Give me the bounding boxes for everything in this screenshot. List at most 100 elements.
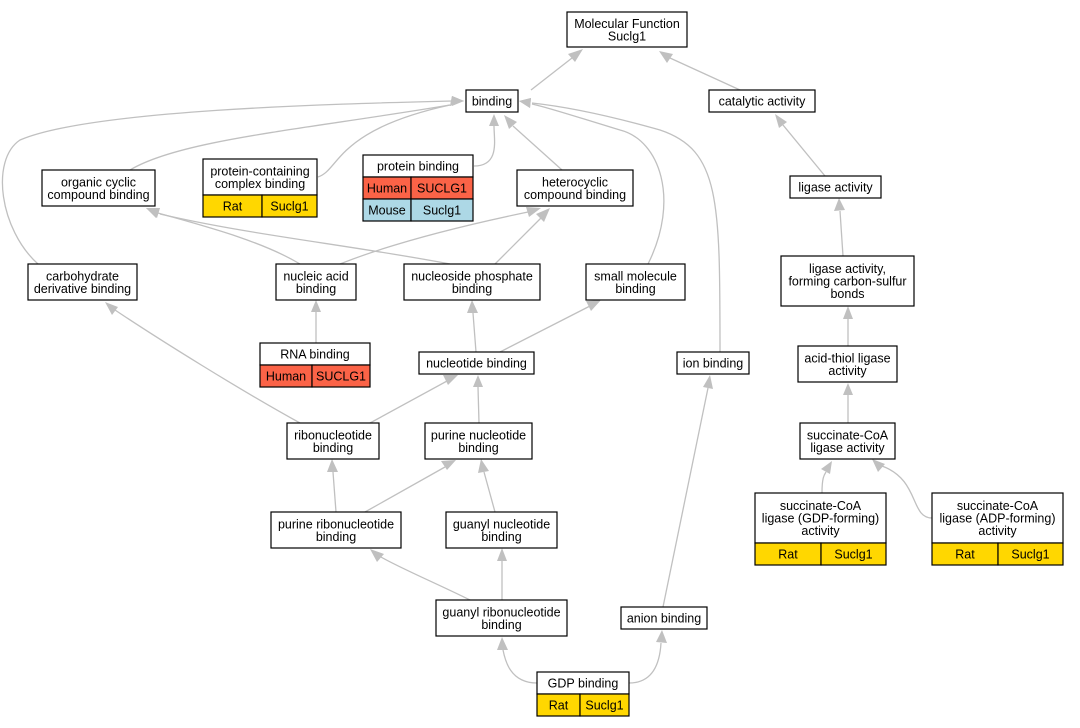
edge-line <box>531 102 721 353</box>
node-ion-binding[interactable]: ion binding <box>676 351 750 375</box>
gene-label: Suclg1 <box>270 200 308 214</box>
node-label-line: binding <box>458 441 498 455</box>
edge-line <box>662 387 709 608</box>
edge-succadp-succcoa <box>872 459 933 519</box>
node-label-line: catalytic activity <box>719 95 807 109</box>
node-catalytic[interactable]: catalytic activity <box>708 89 816 113</box>
node-box <box>797 345 898 383</box>
edge-purineribo-ribo <box>327 459 338 513</box>
node-box <box>676 351 750 375</box>
node-box <box>418 351 535 375</box>
edge-line <box>502 649 538 684</box>
node-nucleotide[interactable]: nucleotide binding <box>418 351 535 375</box>
edge-guanylribo-purineribo <box>370 549 471 601</box>
node-label-line: activity <box>801 524 840 538</box>
node-box <box>270 511 402 549</box>
node-label-line: small molecule <box>594 269 677 283</box>
gene-cell <box>311 364 371 388</box>
node-label-line: carbohydrate <box>46 269 119 283</box>
node-label-line: binding <box>615 282 655 296</box>
node-label-line: binding <box>481 618 521 632</box>
node-ligase[interactable]: ligase activity <box>789 175 882 199</box>
organism-label: Rat <box>549 699 569 713</box>
node-box <box>286 422 380 460</box>
node-label-line: compound binding <box>524 188 626 202</box>
edge-arrowhead <box>519 98 531 108</box>
node-anion[interactable]: anion binding <box>620 606 708 630</box>
edge-line <box>477 386 480 424</box>
edge-anion-ion <box>662 375 713 608</box>
edge-line <box>332 471 337 513</box>
node-label-line: binding <box>452 282 492 296</box>
edge-arrowhead <box>536 208 550 222</box>
edge-arrowhead <box>146 208 160 218</box>
edge-arrowhead <box>843 306 853 319</box>
node-label-line: succinate-CoA <box>807 428 889 442</box>
edge-arrowhead <box>821 461 832 474</box>
edge-line <box>839 210 844 257</box>
edge-ion-binding <box>519 98 721 353</box>
edge-acidthiol-ligasecs <box>843 306 853 346</box>
edge-arrowhead <box>467 300 478 313</box>
edge-guanylnuc-purine <box>478 459 496 513</box>
gene-cell <box>261 194 318 218</box>
edge-succgdp-succcoa <box>821 461 832 494</box>
edge-line <box>1 100 453 265</box>
node-label-line: ligase activity, <box>809 262 886 276</box>
edge-arrowhead <box>843 383 853 395</box>
edge-line <box>782 124 826 177</box>
node-label-line: organic cyclic <box>61 175 136 189</box>
node-box <box>585 263 686 301</box>
edge-carbohydrate-binding <box>1 96 464 265</box>
node-box <box>445 511 558 549</box>
edge-line <box>473 125 496 167</box>
node-label-line: nucleoside phosphate <box>411 269 533 283</box>
edge-arrowhead <box>452 96 464 106</box>
edge-arrowhead <box>703 375 713 389</box>
edge-line <box>159 213 451 265</box>
node-box <box>465 89 519 113</box>
node-label-line: succinate-CoA <box>957 499 1039 513</box>
node-ligase-cs[interactable]: ligase activity,forming carbon-sulfurbon… <box>780 255 915 307</box>
edge-ribo-nucleotide <box>369 375 458 424</box>
edge-purineribo-purine <box>364 460 456 513</box>
edge-arrowhead <box>497 548 507 561</box>
organism-label: Rat <box>778 548 798 562</box>
edge-arrowhead <box>327 459 338 472</box>
edge-line <box>317 104 451 178</box>
organism-label: Mouse <box>368 204 406 218</box>
edge-arrowhead <box>489 114 499 126</box>
edge-arrowhead <box>872 459 885 472</box>
node-label-line: purine ribonucleotide <box>278 517 394 531</box>
node-label-line: ligase activity <box>798 181 873 195</box>
edge-line <box>129 104 451 171</box>
node-binding[interactable]: binding <box>465 89 519 113</box>
node-box <box>27 263 138 301</box>
node-box <box>41 169 156 207</box>
